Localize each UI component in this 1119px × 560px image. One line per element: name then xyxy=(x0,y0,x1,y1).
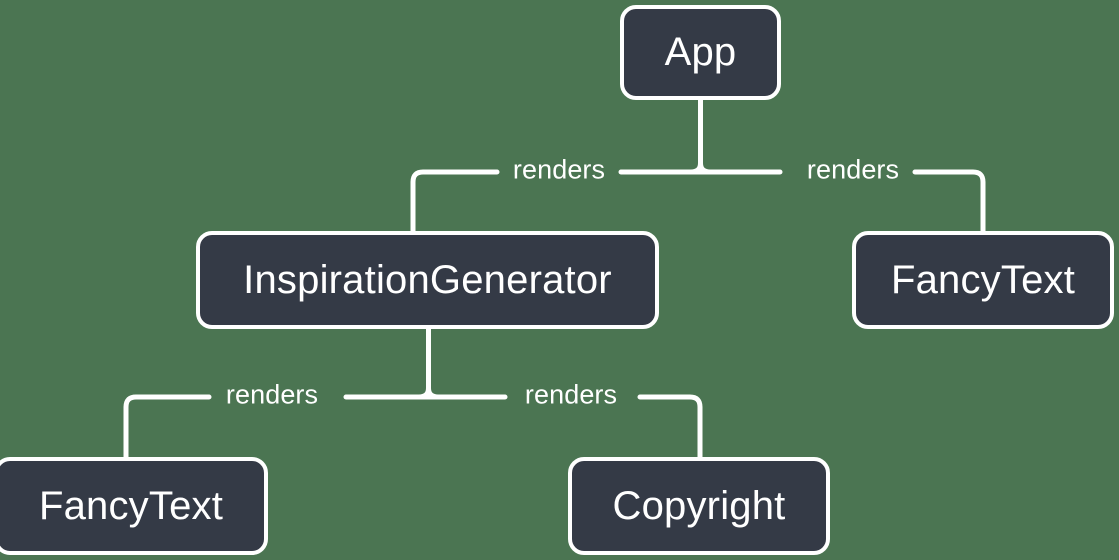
edge-label-app-to-fancytext: renders xyxy=(806,154,900,185)
node-app[interactable]: App xyxy=(620,5,781,100)
wire-app-junction xyxy=(688,160,713,175)
wire-inspiration-junction xyxy=(416,385,441,400)
node-fancytext-right-label: FancyText xyxy=(890,257,1076,302)
node-fancytext-bottom[interactable]: FancyText xyxy=(0,457,268,555)
edge-label-app-to-inspiration: renders xyxy=(512,154,606,185)
edge-label-inspiration-to-copyright: renders xyxy=(524,379,618,410)
wire-app-to-inspiration-right xyxy=(410,169,500,234)
node-copyright-label: Copyright xyxy=(612,483,786,528)
node-inspiration-generator-label: InspirationGenerator xyxy=(243,257,612,302)
node-app-label: App xyxy=(664,30,737,74)
edge-label-inspiration-to-fancytext: renders xyxy=(225,379,319,410)
wire-inspiration-to-copyright-right xyxy=(637,394,703,460)
node-inspiration-generator[interactable]: InspirationGenerator xyxy=(196,231,659,329)
node-fancytext-right[interactable]: FancyText xyxy=(852,231,1114,329)
wire-app-to-fancytext-right xyxy=(912,169,986,234)
node-fancytext-bottom-label: FancyText xyxy=(38,483,224,528)
wire-inspiration-to-fancytext-right xyxy=(123,394,212,460)
node-copyright[interactable]: Copyright xyxy=(568,457,830,555)
